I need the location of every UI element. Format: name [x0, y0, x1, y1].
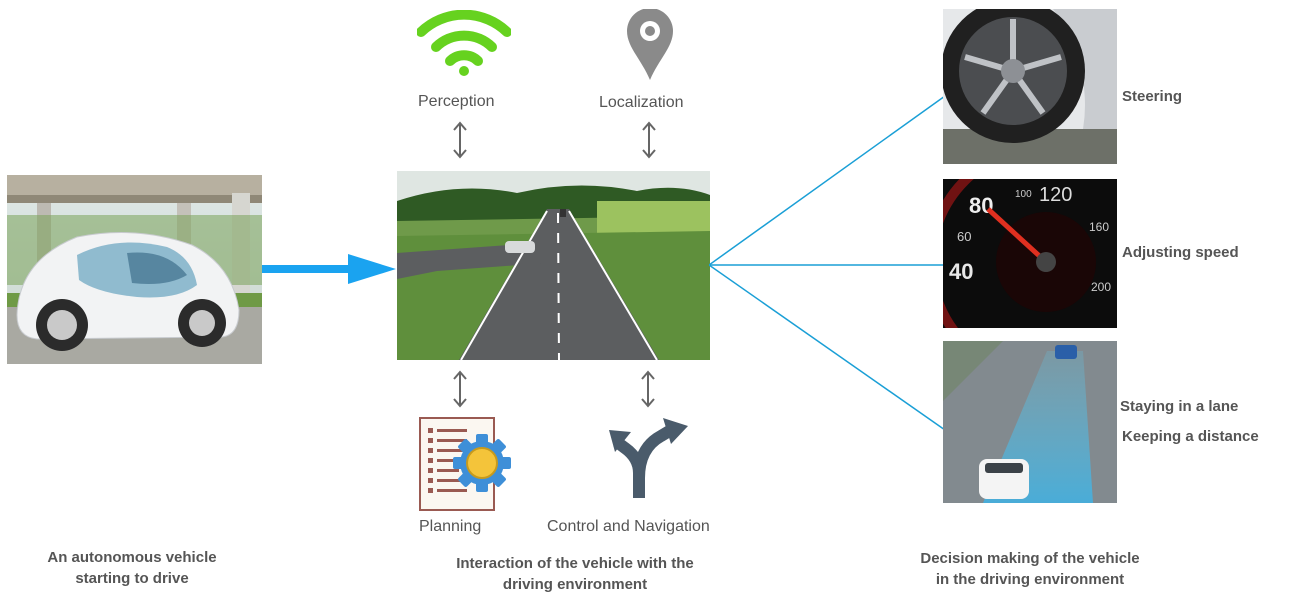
- speed-tick-100: 100: [1015, 189, 1032, 200]
- decision-label-speed: Adjusting speed: [1122, 244, 1239, 261]
- control-navigation-label: Control and Navigation: [547, 518, 710, 535]
- caption-left: An autonomous vehicle starting to drive: [12, 547, 252, 589]
- speed-tick-80: 80: [969, 193, 993, 218]
- double-arrow-localization: [641, 121, 657, 159]
- speed-tick-160: 160: [1089, 220, 1109, 234]
- flow-arrow: [262, 252, 398, 286]
- speedometer-image: 40 60 80 100 120 160 200: [943, 179, 1117, 328]
- fork-arrow-icon: [609, 418, 689, 500]
- caption-left-line-2: starting to drive: [75, 570, 189, 587]
- double-arrow-control: [640, 370, 656, 408]
- map-pin-icon: [627, 9, 673, 81]
- caption-middle-line-1: Interaction of the vehicle with the: [456, 555, 694, 572]
- decision-label-steering: Steering: [1122, 88, 1183, 105]
- steering-wheel-image: [943, 9, 1117, 164]
- speed-tick-40: 40: [949, 259, 973, 284]
- double-arrow-planning: [452, 370, 468, 408]
- decision-connectors: [709, 80, 949, 440]
- speed-tick-60: 60: [957, 229, 971, 244]
- caption-right-line-2: in the driving environment: [935, 571, 1125, 588]
- perception-label: Perception: [418, 93, 495, 110]
- decision-label-lane: Staying in a lane: [1120, 398, 1239, 415]
- road-image: [397, 171, 710, 360]
- planning-label: Planning: [419, 518, 482, 535]
- caption-middle-line-2: driving environment: [502, 576, 648, 593]
- caption-middle: Interaction of the vehicle with the driv…: [405, 553, 745, 595]
- lane-keeping-image: [943, 341, 1117, 503]
- speed-tick-120: 120: [1039, 184, 1072, 206]
- caption-left-line-1: An autonomous vehicle: [47, 549, 217, 566]
- caption-right-line-1: Decision making of the vehicle: [920, 550, 1140, 567]
- speed-tick-200: 200: [1091, 280, 1111, 294]
- localization-label: Localization: [599, 94, 684, 111]
- wifi-icon: [417, 10, 511, 76]
- caption-right: Decision making of the vehicle in the dr…: [870, 548, 1190, 590]
- decision-label-distance: Keeping a distance: [1122, 428, 1259, 445]
- double-arrow-perception: [452, 121, 468, 159]
- autonomous-car-image: [7, 175, 262, 364]
- planning-gear-icon: [418, 416, 514, 513]
